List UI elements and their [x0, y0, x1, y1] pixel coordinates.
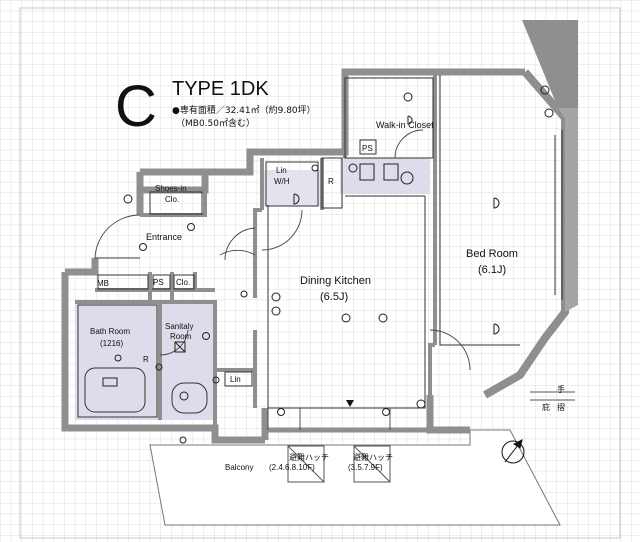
- outlet-icon: [382, 408, 390, 416]
- downlight-icon: [493, 197, 500, 209]
- ceiling-light-icon: [139, 243, 147, 251]
- outlet-icon: [416, 399, 426, 409]
- outlet-icon: [212, 376, 220, 384]
- type-name: TYPE 1DK: [172, 78, 269, 100]
- room-outlines: [77, 75, 563, 418]
- downlight-icon: [493, 323, 500, 335]
- hatch-1-label: 避難ハッチ: [289, 452, 329, 462]
- hatch-2-label: 避難ハッチ: [353, 452, 393, 462]
- escape-hatch-icon: [353, 445, 391, 483]
- stove-icon: [383, 163, 399, 181]
- bath-room-label: Bath Room: [90, 327, 130, 336]
- outlet-icon: [348, 163, 358, 173]
- ceiling-light-icon: [240, 290, 248, 298]
- outlet-icon: [271, 306, 281, 316]
- wall-wedge: [522, 20, 578, 108]
- sanitary-room-label-1: Sanitaly: [165, 322, 193, 331]
- downlight-icon: [407, 115, 413, 125]
- walk-in-closet-label: Walk-in Closet: [376, 120, 434, 130]
- fan-icon: [174, 341, 186, 353]
- outlet-icon: [311, 164, 319, 172]
- shoes-in-label-1: Shoes-in: [155, 184, 187, 193]
- handrail-label-1: 手: [557, 384, 565, 394]
- mb-label: MB: [97, 279, 109, 288]
- ps-top-label: PS: [362, 144, 373, 153]
- r-bath-label: R: [143, 355, 149, 364]
- outlet-icon: [277, 408, 285, 416]
- balcony-label: Balcony: [225, 463, 253, 472]
- ceiling-light-icon: [403, 92, 413, 102]
- ps-mid-label: PS: [153, 278, 164, 287]
- clo-mid-label: Clo.: [176, 278, 190, 287]
- entrance-label: Entrance: [146, 232, 182, 242]
- bath-room-size: (1216): [100, 339, 123, 348]
- lin-bottom-label: Lin: [230, 375, 241, 384]
- ceiling-light-icon: [341, 313, 351, 323]
- dining-kitchen-size: (6.5J): [320, 291, 348, 303]
- balcony: [149, 429, 561, 526]
- outlet-icon: [540, 85, 550, 95]
- sanitary-room-label-2: Room: [170, 332, 192, 341]
- hatch-1-floors: (2.4.6.8.10F): [269, 463, 315, 472]
- handrail-label-2: 摺: [557, 402, 565, 412]
- hatch-2-floors: (3.5.7.9F): [348, 463, 383, 472]
- switch-icon: [123, 194, 133, 204]
- downlight-icon: [293, 193, 300, 205]
- entrance-marker-icon: [346, 400, 354, 407]
- r-top-label: R: [328, 177, 334, 186]
- bed-room-label: Bed Room: [466, 248, 518, 260]
- ceiling-light-icon: [378, 313, 388, 323]
- north-arrow-icon: [501, 439, 525, 464]
- outlet-icon: [544, 108, 554, 118]
- sink-icon: [359, 163, 375, 181]
- shoes-in-label-2: Clo.: [165, 195, 179, 204]
- outlet-icon: [271, 292, 281, 302]
- escape-hatch-icon: [287, 445, 325, 483]
- door-swings: [94, 129, 471, 430]
- ceiling-light-icon: [400, 171, 414, 185]
- ceiling-light-icon: [114, 354, 122, 362]
- lin-wh-label-1: Lin: [276, 166, 287, 175]
- ceiling-light-icon: [202, 332, 210, 340]
- ceiling-light-icon: [179, 391, 189, 401]
- bathtub-icon: [102, 377, 118, 387]
- ceiling-light-icon: [187, 223, 195, 231]
- lin-wh-label-2: W/H: [274, 177, 290, 186]
- outlet-icon: [179, 436, 187, 444]
- outlet-icon: [155, 363, 163, 371]
- eaves-label: 庇: [542, 402, 550, 412]
- type-letter: C: [115, 74, 157, 139]
- area-line: ●専有面積／32.41㎡（約9.80坪）: [172, 104, 316, 116]
- fixtures: [102, 85, 575, 483]
- bed-room-size: (6.1J): [478, 264, 506, 276]
- kitchen-counter: [340, 158, 430, 194]
- mb-line: （MB0.50㎡含む）: [176, 117, 255, 129]
- dining-kitchen-label: Dining Kitchen: [300, 275, 371, 287]
- sanitary-room-floor: [160, 302, 215, 420]
